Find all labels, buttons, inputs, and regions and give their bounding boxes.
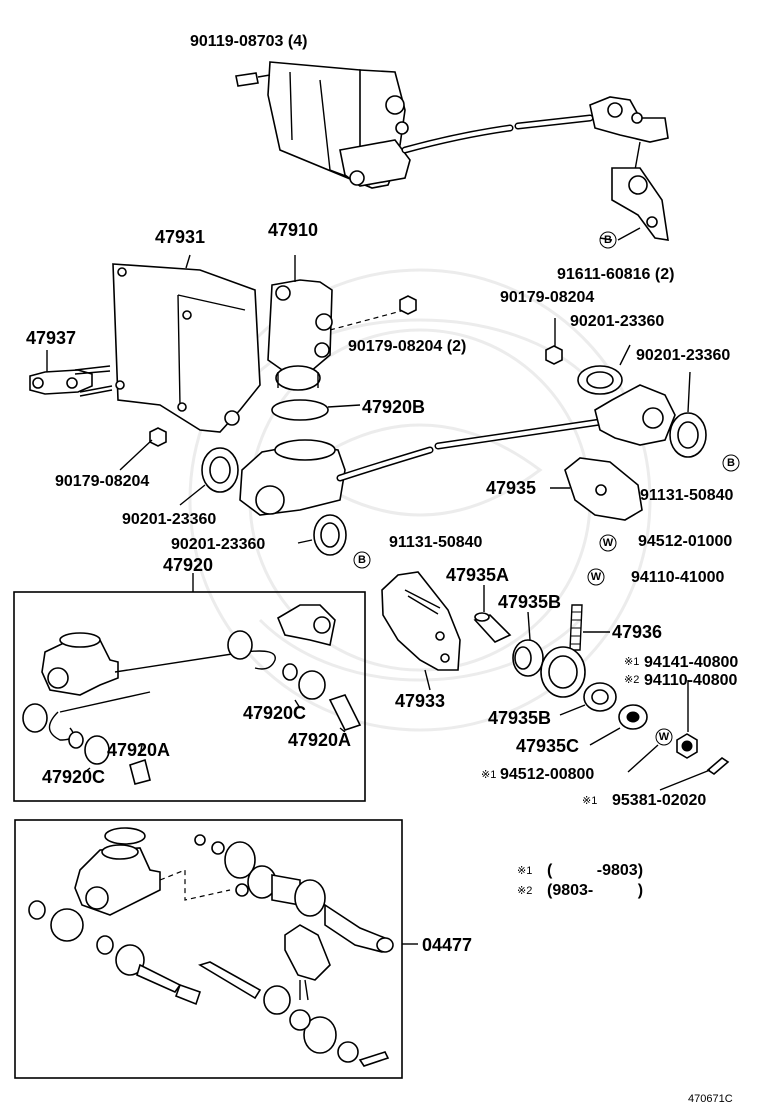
- label-90201-23360-d: 90201-23360: [171, 536, 265, 553]
- label-90119-08703: 90119-08703 (4): [190, 33, 307, 50]
- label-47935B-top: 47935B: [498, 592, 561, 612]
- note-1-mark: ※1: [517, 865, 532, 877]
- label-47935: 47935: [486, 478, 536, 498]
- label-47931: 47931: [155, 227, 205, 247]
- label-95381-02020: 95381-02020: [612, 792, 706, 809]
- diagram-id: 470671C: [688, 1093, 733, 1105]
- svg-text:B: B: [727, 457, 735, 469]
- label-47936: 47936: [612, 622, 662, 642]
- top-valve-assembly: [235, 61, 669, 241]
- svg-text:B: B: [604, 234, 612, 246]
- bolt-47937: [29, 350, 113, 397]
- bracket-47931: [112, 254, 261, 433]
- lever-47933: [381, 571, 461, 691]
- kit-box-04477: [14, 819, 403, 1079]
- nut-90179-08204-upper: [399, 295, 417, 315]
- svg-text:W: W: [603, 537, 614, 549]
- kit-04477-parts: [28, 827, 394, 1067]
- label-47937: 47937: [26, 328, 76, 348]
- label-94512-00800: 94512-00800: [500, 766, 594, 783]
- label-47920: 47920: [163, 555, 213, 575]
- subassembly-47920-parts: [22, 604, 362, 785]
- label-94110-41000: 94110-41000: [631, 569, 725, 586]
- label-90179-08204-2: 90179-08204 (2): [348, 338, 466, 355]
- washer-47935C: [589, 704, 648, 746]
- label-47920C-right: 47920C: [243, 703, 306, 723]
- pin-95381-02020: [659, 756, 730, 791]
- shaft-47935A: [473, 585, 512, 643]
- nut-90179-08204-right: [545, 318, 563, 365]
- label-47920A-left: 47920A: [107, 740, 170, 760]
- label-90201-23360-c: 90201-23360: [122, 511, 216, 528]
- label-90179-08204-right: 90179-08204: [500, 289, 594, 306]
- valve-47910: [267, 255, 406, 391]
- label-91131-50840-right: 91131-50840: [640, 487, 734, 504]
- nut-94141-40800: [676, 680, 698, 759]
- subassembly-box-47920: [13, 591, 366, 802]
- nut-90179-08204-left: [149, 427, 167, 447]
- note-mark-2-a: ※2: [624, 674, 639, 686]
- label-90201-23360-b: 90201-23360: [636, 347, 730, 364]
- label-47933: 47933: [395, 691, 445, 711]
- bolt-symbol-91611: B: [599, 231, 617, 249]
- note-2-range: (9803- ): [547, 882, 643, 899]
- label-94110-40800: 94110-40800: [644, 672, 738, 689]
- label-94141-40800: 94141-40800: [644, 654, 738, 671]
- label-90179-08204-left: 90179-08204: [55, 473, 149, 490]
- note-mark-1-b: ※1: [481, 769, 496, 781]
- note-2-mark: ※2: [517, 885, 532, 897]
- note-mark-1-a: ※1: [624, 656, 639, 668]
- label-94512-01000: 94512-01000: [638, 533, 732, 550]
- washer-symbol-94512-00800: W: [655, 728, 673, 746]
- label-47920A-right: 47920A: [288, 730, 351, 750]
- label-47935B-bottom: 47935B: [488, 708, 551, 728]
- svg-text:B: B: [358, 554, 366, 566]
- washer-symbol-94512-01000: W: [599, 534, 617, 552]
- svg-text:W: W: [591, 571, 602, 583]
- note-mark-1-c: ※1: [582, 795, 597, 807]
- valve-body-cable: [239, 384, 676, 516]
- label-47935C: 47935C: [516, 736, 579, 756]
- label-47910: 47910: [268, 220, 318, 240]
- label-47920B: 47920B: [362, 397, 425, 417]
- label-04477: 04477: [422, 935, 472, 955]
- bolt-symbol-91131-mid: B: [353, 551, 371, 569]
- label-47935A: 47935A: [446, 565, 509, 585]
- collar-47935B-bottom: [559, 682, 617, 716]
- label-47920C-left: 47920C: [42, 767, 105, 787]
- collar-47935B-top: [512, 611, 544, 677]
- svg-text:W: W: [659, 731, 670, 743]
- bolt-47936: [540, 604, 610, 698]
- bolt-symbol-91131-right: B: [722, 454, 740, 472]
- ring-47920B: [271, 399, 329, 421]
- note-1-range: ( -9803): [547, 862, 643, 879]
- washer-symbol-94110-41000: W: [587, 568, 605, 586]
- label-90201-23360-a: 90201-23360: [570, 313, 664, 330]
- label-91611-60816: 91611-60816 (2): [557, 266, 674, 283]
- label-91131-50840-mid: 91131-50840: [389, 534, 483, 551]
